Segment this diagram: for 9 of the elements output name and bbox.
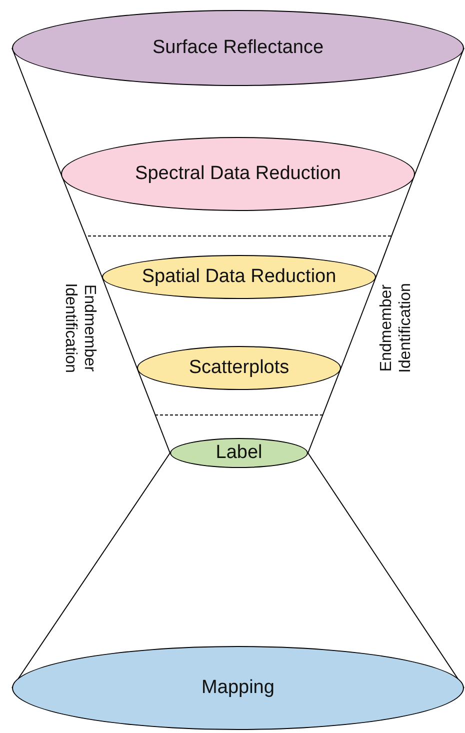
node-label: Mapping [202, 677, 274, 699]
side-label: Endmember Identification [377, 282, 415, 375]
node-label: Spatial Data Reduction [142, 266, 336, 288]
node-label: Spectral Data Reduction [135, 163, 341, 185]
side-label: Endmember Identification [61, 282, 99, 375]
node-label: Scatterplots [188, 357, 290, 379]
ellipse-node [170, 438, 308, 468]
node-label: Surface Reflectance [152, 37, 324, 59]
node-label: Label [216, 442, 262, 464]
